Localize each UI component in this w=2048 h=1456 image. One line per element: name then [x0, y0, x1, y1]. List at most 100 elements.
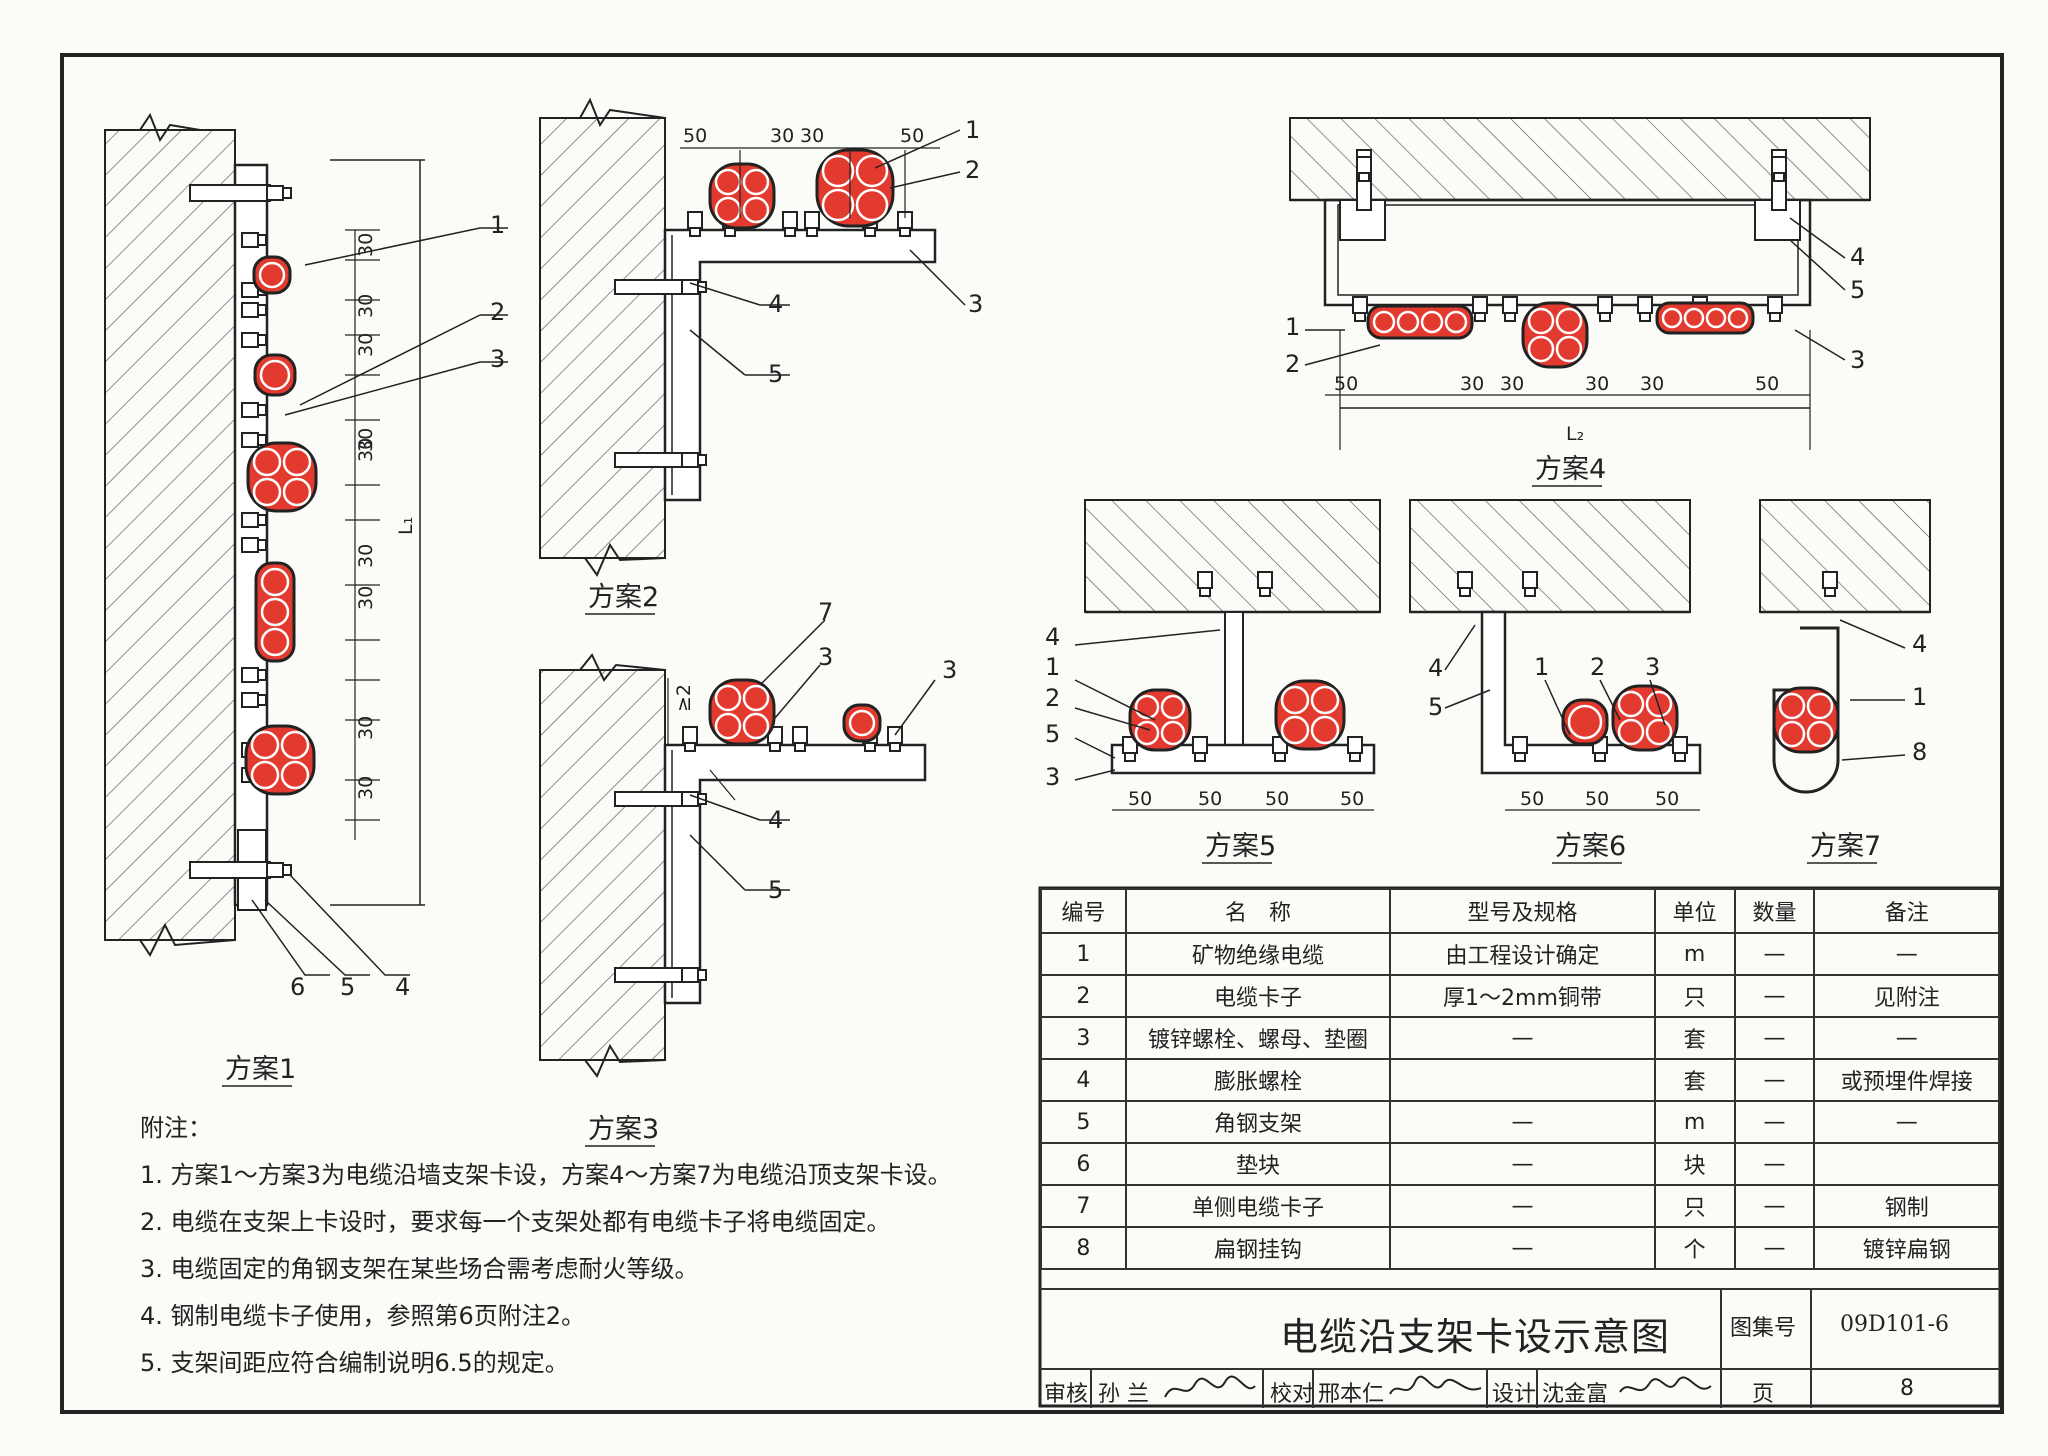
bolt-nut [1522, 571, 1538, 589]
bolt-nut [1822, 571, 1838, 589]
table-cell: — [1733, 1142, 1816, 1186]
bolt-washer [1358, 172, 1370, 182]
caption-scheme-2: 方案2 [588, 582, 659, 613]
cable-core [250, 730, 280, 760]
table-cell: 2 [1040, 974, 1127, 1018]
cable-core [282, 477, 312, 507]
table-cell: 垫块 [1124, 1142, 1392, 1186]
cable-core [1617, 690, 1645, 718]
table-cell: — [1389, 1184, 1656, 1228]
scheme-2-leader-4: 4 [768, 290, 783, 318]
table-cell: 扁钢挂钩 [1124, 1226, 1392, 1270]
table-cell: 8 [1040, 1226, 1127, 1270]
cable-core [1420, 310, 1444, 334]
design-signature [1619, 1376, 1712, 1393]
bolt-washer [794, 742, 806, 752]
cable-core [1727, 307, 1749, 329]
scheme-3-cables [708, 678, 882, 746]
bolt-nut [1197, 571, 1213, 589]
cable-core [1778, 692, 1806, 720]
bolt-nut [1192, 736, 1208, 754]
bolt-washer [1354, 312, 1366, 322]
cable-core [1705, 307, 1727, 329]
dim-label: 50 [900, 125, 924, 147]
cable-core [1527, 307, 1555, 335]
scheme-5-leader-1: 1 [1045, 653, 1060, 681]
drawing-title: 电缆沿支架卡设示意图 [1279, 1315, 1670, 1359]
bolt-nut [682, 726, 698, 744]
bolt-nut [241, 332, 259, 348]
table-cell: 只 [1653, 1184, 1736, 1228]
design-name: 沈金富 [1542, 1382, 1609, 1407]
col-header: 编号 [1040, 888, 1127, 934]
table-cell: 或预埋件焊接 [1813, 1058, 2000, 1102]
table-cell [1813, 1142, 2000, 1186]
scheme-3-leader-7: 7 [818, 598, 833, 626]
dim-label: 30 [1500, 373, 1524, 395]
table-cell: — [1813, 1100, 2000, 1144]
dim-label: 30 [355, 586, 377, 610]
note-2: 2. 电缆在支架上卡设时，要求每一个支架处都有电缆卡子将电缆固定。 [140, 1208, 891, 1236]
cable-core [742, 196, 770, 224]
cable-core [821, 188, 855, 222]
bolt-washer [1773, 172, 1785, 182]
dim-label: 50 [1128, 788, 1152, 810]
scheme-2-leader-1: 1 [965, 116, 980, 144]
bolt-washer [889, 742, 901, 752]
scheme-7-cables [1772, 686, 1840, 754]
cable-core [742, 168, 770, 196]
bolt-washer [1274, 752, 1286, 762]
atlas-number: 09D101-6 [1840, 1312, 1950, 1337]
table-cell: — [1733, 1226, 1816, 1270]
cable-core [282, 447, 312, 477]
scheme-5-bolts [1122, 571, 1363, 762]
table-cell: — [1733, 974, 1816, 1018]
dim-label: 30 [355, 428, 377, 452]
bolt-washer [784, 227, 796, 237]
bolt-nut [782, 211, 798, 229]
scheme-1-cables [244, 255, 318, 796]
cable-bundle [1772, 686, 1840, 754]
bolt-nut [792, 726, 808, 744]
bolt-nut [1502, 296, 1518, 314]
dim-label: 50 [1198, 788, 1222, 810]
dim-L2: L₂ [1566, 423, 1584, 445]
dim-label: 50 [1755, 373, 1779, 395]
atlas-label: 图集号 [1730, 1316, 1797, 1341]
cable-core [1617, 718, 1645, 746]
design-label: 设计 [1492, 1382, 1537, 1407]
bolt-nut [241, 692, 259, 708]
bolt-nut [241, 667, 259, 683]
note-5: 5. 支架间距应符合编制说明6.5的规定。 [140, 1349, 569, 1377]
col-header: 单位 [1653, 888, 1736, 934]
scheme-5-leader-3: 3 [1045, 763, 1060, 791]
bolt-nut [1672, 736, 1688, 754]
scheme-7-drawing: 4 1 8 方案7 [1759, 499, 1931, 864]
bolt-nut [681, 279, 699, 295]
bolt-washer [1769, 312, 1781, 322]
dim-label: 50 [1265, 788, 1289, 810]
dim-label: 30 [355, 716, 377, 740]
table-cell: — [1733, 932, 1816, 976]
scheme-5-leader-5: 5 [1045, 720, 1060, 748]
dim-label: 30 [355, 544, 377, 568]
cable-bundle [1128, 688, 1192, 752]
scheme-3-drawing: ≥2 7 3 3 4 5 方案3 [539, 598, 957, 1147]
bolt-washer [257, 304, 267, 316]
table-cell: — [1389, 1016, 1656, 1060]
bolt-nut [266, 862, 284, 878]
review-signature [1164, 1375, 1256, 1398]
scheme-6-leader-2: 2 [1590, 653, 1605, 681]
bolt-nut [1767, 296, 1783, 314]
cable-core [260, 627, 290, 657]
dim-ge2: ≥2 [673, 684, 695, 712]
caption-scheme-5: 方案5 [1205, 831, 1276, 862]
